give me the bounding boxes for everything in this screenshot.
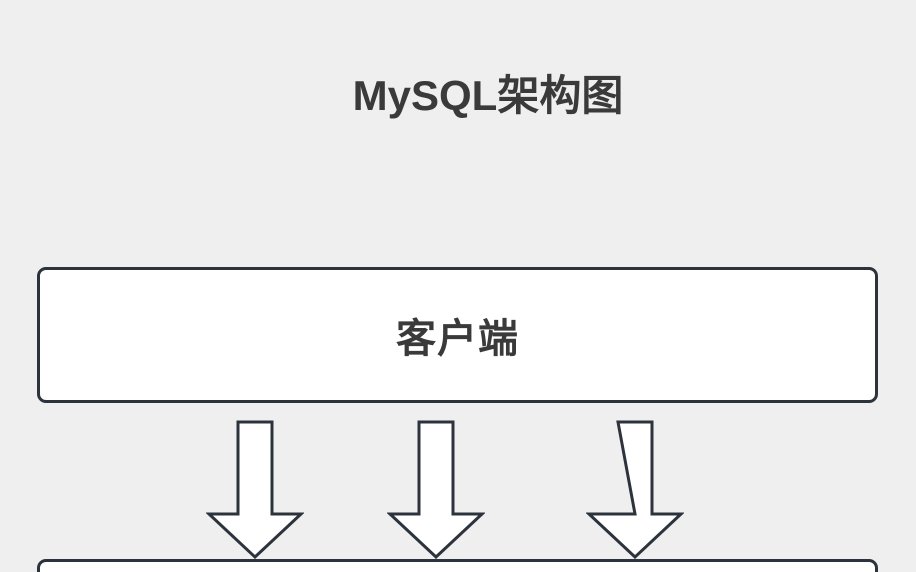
down-arrow-icon <box>586 420 684 559</box>
down-arrow-icon <box>206 420 304 559</box>
client-node-label: 客户端 <box>396 317 519 361</box>
diagram-title: MySQL架构图 <box>352 72 624 119</box>
down-arrow-icon <box>387 420 485 559</box>
client-node: 客户端 <box>37 267 878 403</box>
server-node <box>37 559 878 572</box>
